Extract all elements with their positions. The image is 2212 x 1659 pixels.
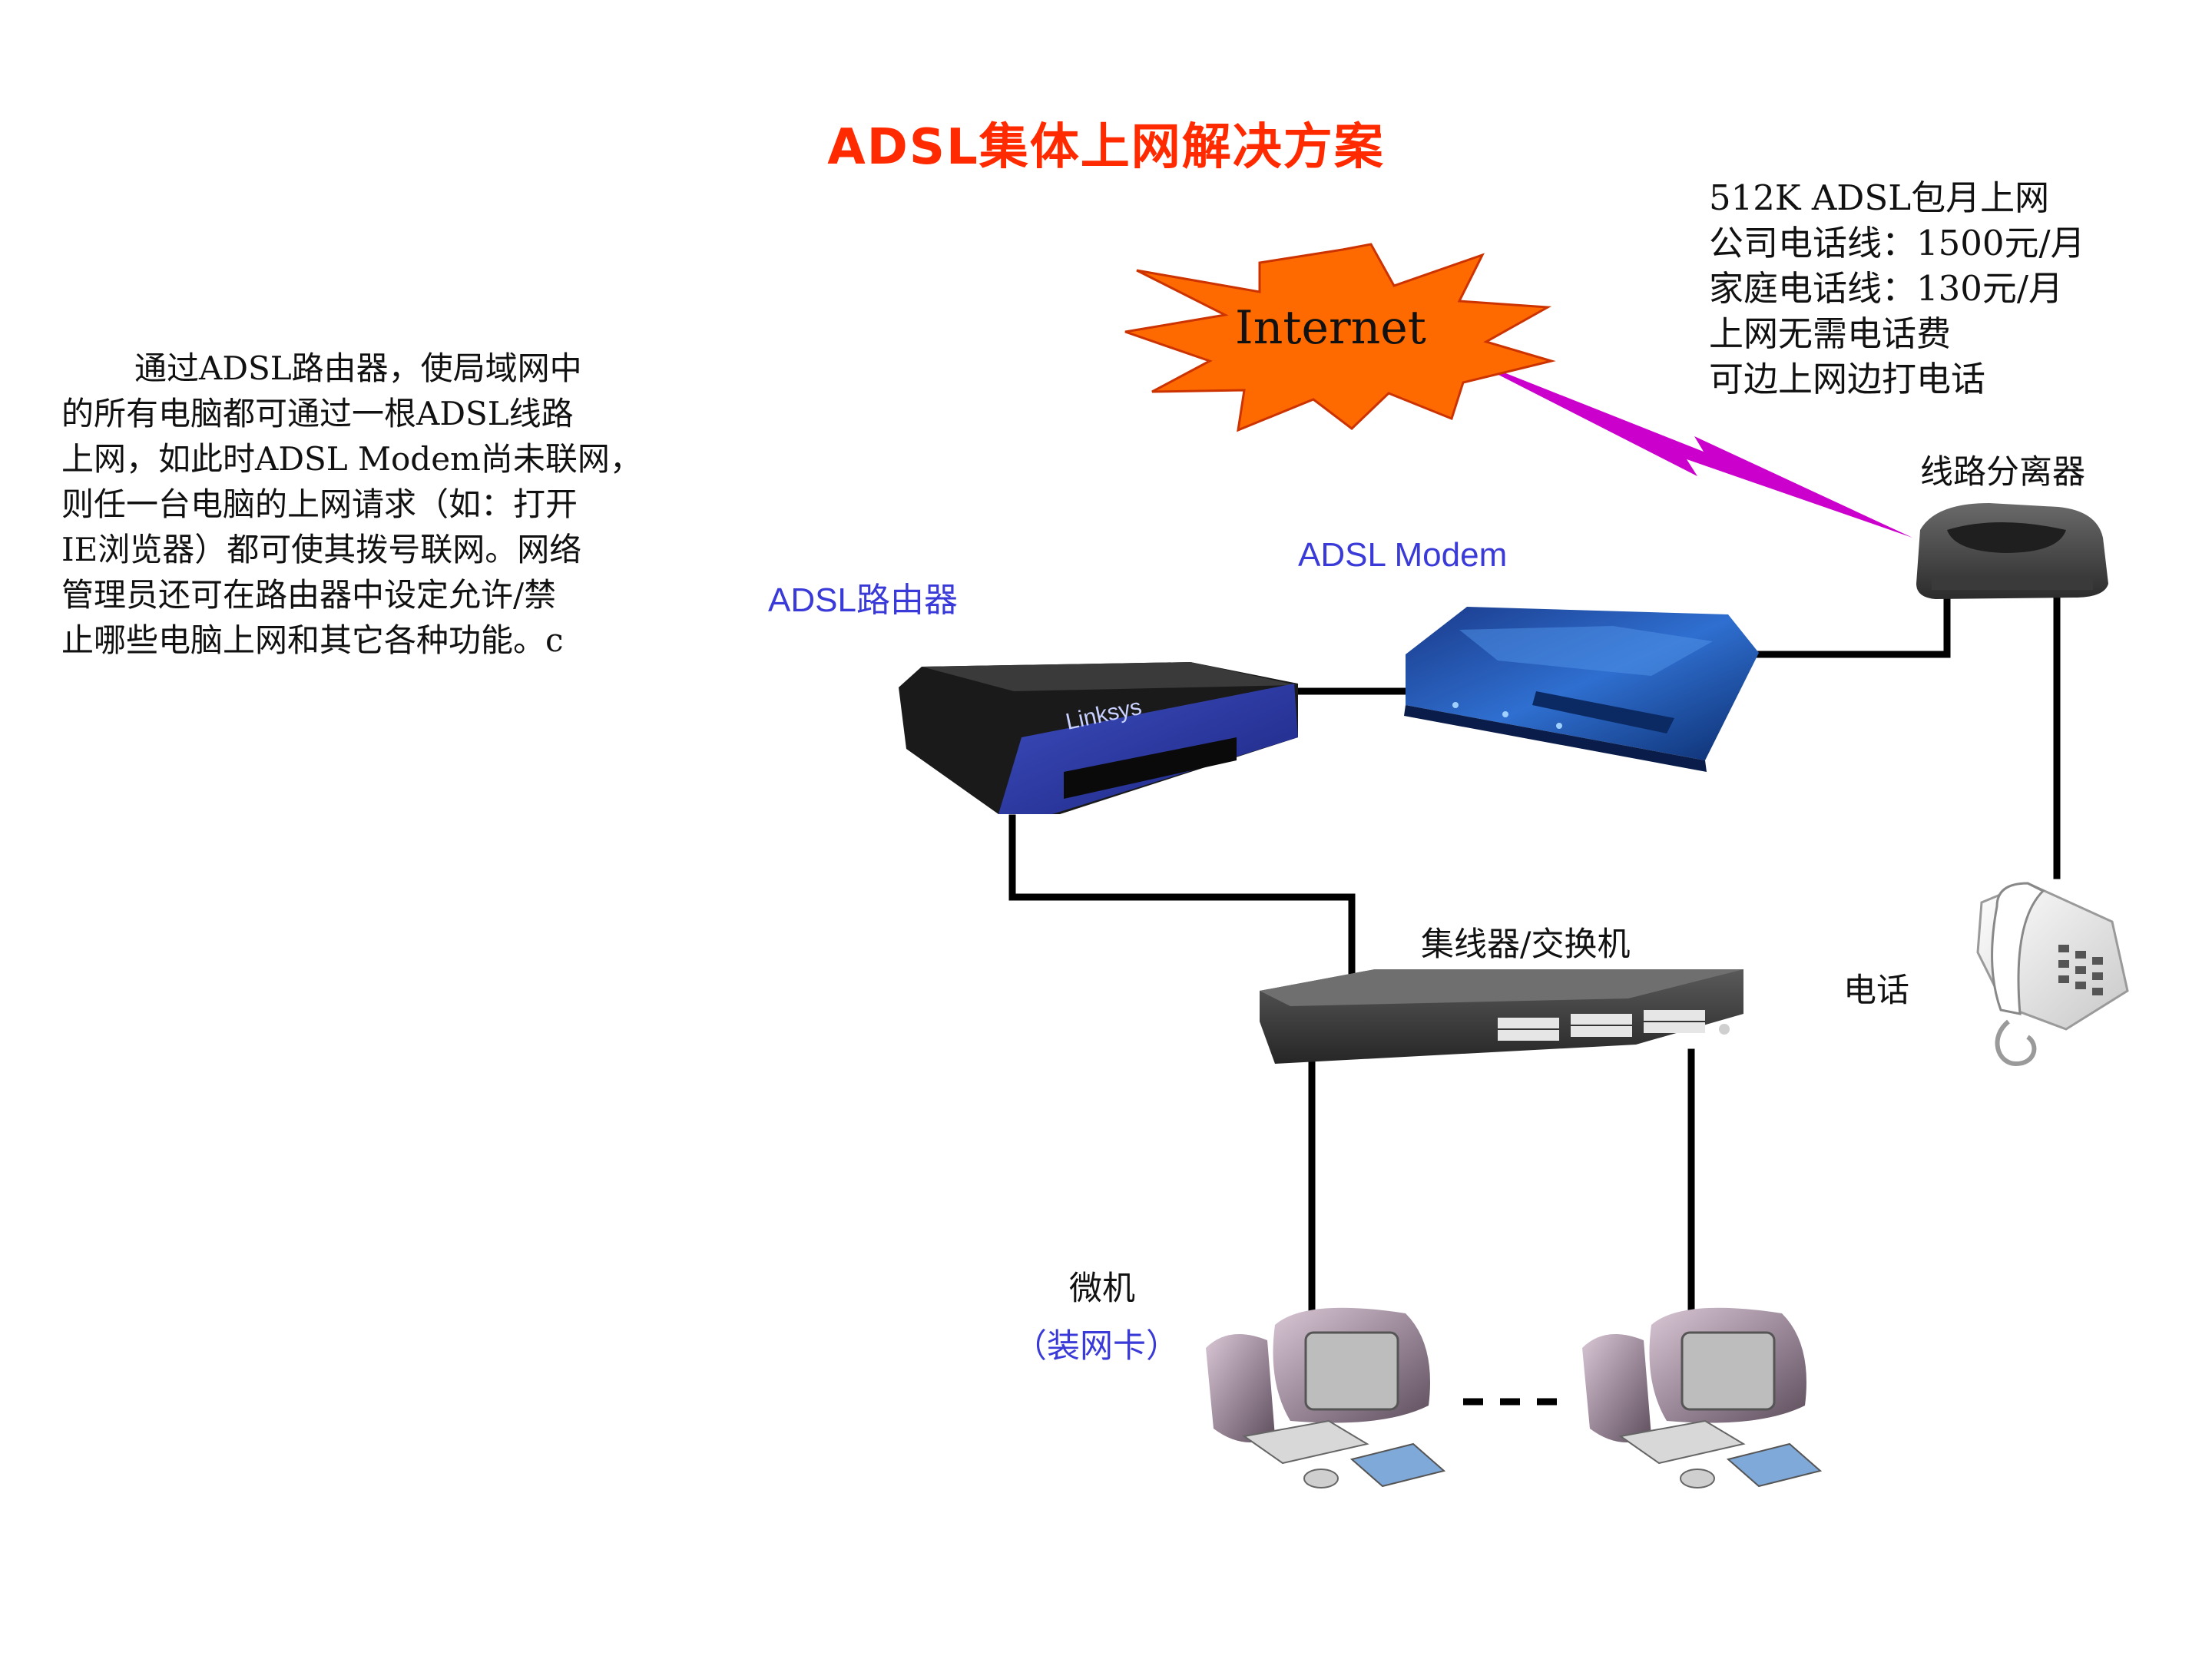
cable-router-switch [1008, 814, 1356, 987]
internet-burst [1124, 243, 1556, 432]
splitter-label: 线路分离器 [1920, 453, 2085, 492]
desktop-computer [1582, 1307, 1823, 1488]
pc-sublabel: （装网卡） [1014, 1327, 1179, 1366]
cables [1008, 595, 2061, 1323]
desktop-computer [1206, 1307, 1446, 1488]
plan-info-line: 家庭电话线：130元/月 [1709, 268, 2064, 309]
phone-label: 电话 [1843, 972, 1909, 1010]
modem-label: ADSL Modem [1298, 536, 1508, 574]
plan-info-line: 512K ADSL包月上网 [1709, 177, 2050, 218]
modem-device [1404, 607, 1759, 772]
router-device: Linksys [899, 662, 1298, 814]
switch-device [1260, 969, 1743, 1064]
cable-modem-splitter [1747, 595, 1951, 658]
pc-label: 微机 [1069, 1270, 1135, 1308]
description-line: 通过ADSL路由器，使局域网中 [134, 349, 582, 387]
description-text: 通过ADSL路由器，使局域网中 的所有电脑都可通过一根ADSL线路 上网，如此时… [61, 346, 676, 663]
splitter-device [1916, 503, 2108, 599]
switch-label: 集线器/交换机 [1421, 926, 1631, 964]
description-line: 止哪些电脑上网和其它各种功能。c [61, 621, 564, 659]
description-line: IE浏览器）都可使其拨号联网。网络 [61, 531, 582, 568]
plan-info-line: 可边上网边打电话 [1709, 359, 1986, 399]
description-line: 上网，如此时ADSL Modem尚未联网， [61, 440, 642, 478]
telephone [1976, 882, 2129, 1067]
description-line: 则任一台电脑的上网请求（如：打开 [61, 485, 578, 523]
router-label: ADSL路由器 [768, 581, 958, 619]
lightning-bolt [1459, 355, 1912, 538]
internet-label: Internet [1235, 301, 1426, 355]
description-line: 的所有电脑都可通过一根ADSL线路 [61, 395, 574, 432]
plan-info-line: 上网无需电话费 [1709, 313, 1952, 354]
plan-info-line: 公司电话线：1500元/月 [1709, 223, 2085, 263]
description-line: 管理员还可在路由器中设定允许/禁 [61, 576, 557, 614]
plan-info: 512K ADSL包月上网 公司电话线：1500元/月 家庭电话线：130元/月… [1709, 175, 2085, 402]
page-title: ADSL集体上网解决方案 [827, 119, 1385, 176]
